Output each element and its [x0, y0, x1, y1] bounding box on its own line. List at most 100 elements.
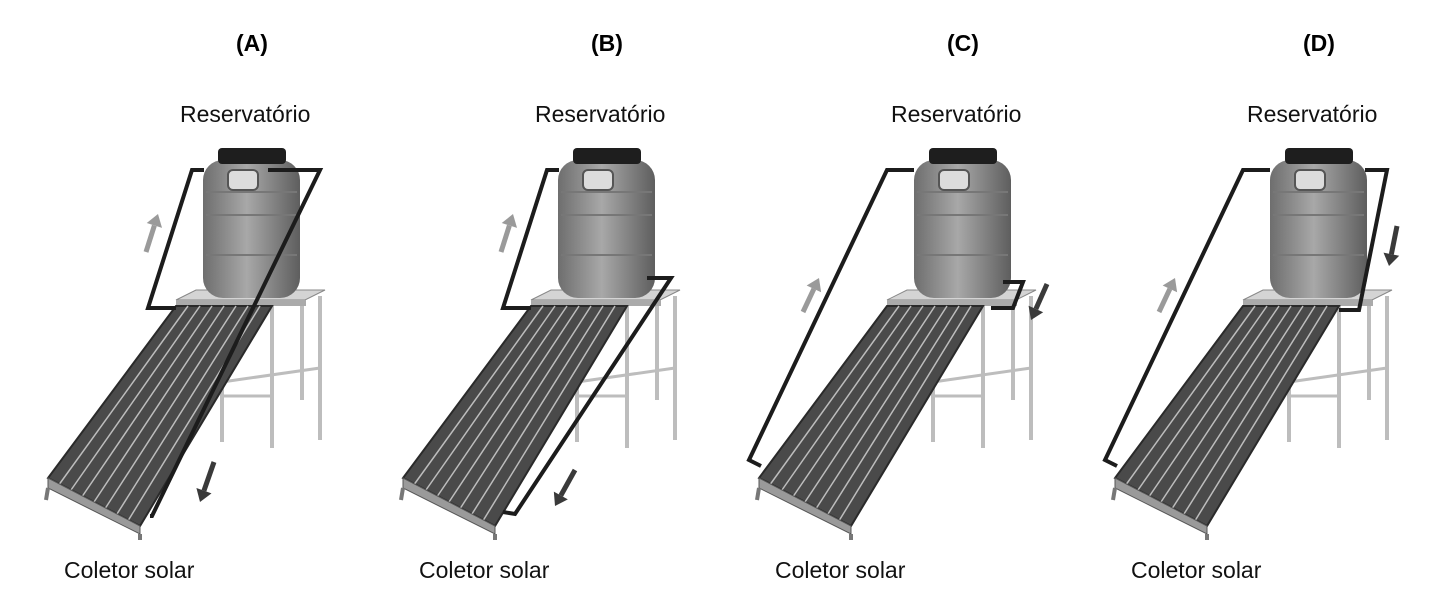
collector-tube [769, 305, 900, 485]
flow-arrow-down [1383, 225, 1400, 266]
collector-tube [1125, 305, 1256, 485]
arrow-shaft [498, 224, 512, 253]
barrel-handle [227, 169, 259, 191]
arrow-head [1028, 305, 1044, 320]
collector-tube [1183, 305, 1316, 515]
flow-arrow-up [498, 214, 518, 253]
collector-tube [58, 305, 189, 485]
flow-arrow-down [553, 468, 578, 506]
pipe [1339, 168, 1390, 312]
collector-tube [1194, 305, 1328, 521]
solar-collector [399, 305, 629, 540]
panel-d: (D) Reservatório Coletor solar [1067, 0, 1428, 614]
stand-edge [176, 300, 306, 306]
arrow-shaft [1388, 225, 1400, 255]
scene-b [399, 148, 681, 540]
collector-tube [81, 305, 213, 497]
pipe [746, 168, 914, 468]
pipe [991, 280, 1026, 310]
arrow-head [806, 278, 822, 293]
reservoir-label: Reservatório [535, 101, 666, 127]
panel-c: (C) Reservatório Coletor solar [711, 0, 1072, 614]
pipe [150, 168, 324, 518]
collector-tube [1148, 305, 1280, 497]
flow-arrow-up [1156, 278, 1178, 314]
barrel-handle [1294, 169, 1326, 191]
arrow-shaft [800, 287, 817, 314]
pipe [145, 168, 204, 310]
arrow-head [146, 214, 163, 228]
arrow-head [1162, 278, 1178, 293]
stand-brace [576, 366, 676, 384]
collector-tube [116, 305, 249, 515]
arrow-head [501, 214, 518, 228]
collector-tube [838, 305, 972, 521]
barrel-lid [1285, 148, 1353, 164]
collector-label: Coletor solar [775, 557, 906, 583]
stand-brace [932, 366, 1032, 384]
arrow-shaft [143, 224, 157, 253]
arrow-head [196, 488, 212, 502]
arrow-shaft [558, 468, 578, 497]
panel-label: (A) [236, 30, 268, 56]
flow-arrow-down [1028, 282, 1050, 320]
flow-arrow-up [800, 278, 822, 314]
barrel-lid [218, 148, 286, 164]
pipe [1102, 168, 1270, 468]
panel-label: (B) [591, 30, 623, 56]
collector-body [401, 305, 629, 528]
collector-tube [413, 305, 544, 485]
collector-tube [482, 305, 616, 521]
arrow-head [553, 491, 568, 506]
stand-edge [887, 300, 1017, 306]
reservoir-barrel [914, 148, 1011, 298]
collector-tube [459, 305, 592, 509]
barrel-handle [582, 169, 614, 191]
panel-b: (B) Reservatório Coletor solar [355, 0, 716, 614]
barrel-handle [938, 169, 970, 191]
pipe [502, 276, 675, 517]
reservoir-barrel [1270, 148, 1367, 298]
barrel-body [1270, 160, 1367, 298]
collector-foot [399, 487, 405, 501]
arrow-head [1383, 252, 1400, 266]
reservoir-barrel [558, 148, 655, 298]
arrow-shaft [1033, 282, 1050, 311]
collector-tube [781, 305, 912, 491]
arrow-shaft [201, 461, 217, 492]
collector-tube [1160, 305, 1292, 503]
reservoir-label: Reservatório [1247, 101, 1378, 127]
stand-brace [1288, 366, 1388, 384]
collector-tube [1137, 305, 1268, 491]
pipe [500, 168, 559, 310]
flow-arrow-down [196, 461, 217, 502]
collector-body [1113, 305, 1341, 528]
barrel-lid [929, 148, 997, 164]
collector-label: Coletor solar [64, 557, 195, 583]
reservoir-label: Reservatório [180, 101, 311, 127]
collector-tube [70, 305, 201, 491]
solar-collector [44, 305, 274, 540]
collector-foot [44, 487, 50, 501]
collector-body [757, 305, 985, 528]
collector-tube [827, 305, 960, 515]
solar-collector [755, 305, 985, 540]
scene-c [746, 148, 1050, 540]
reservoir-label: Reservatório [891, 101, 1022, 127]
barrel-body [914, 160, 1011, 298]
collector-tube [792, 305, 924, 497]
collector-tube [425, 305, 556, 491]
stand-edge [531, 300, 661, 306]
panel-a: (A) Reservatório Coletor solar [0, 0, 361, 614]
flow-arrow-up [143, 214, 163, 253]
barrel-lid [573, 148, 641, 164]
collector-tube [1171, 305, 1304, 509]
collector-tube [436, 305, 568, 497]
collector-tube [804, 305, 936, 503]
stand-edge [1243, 300, 1373, 306]
collector-foot [755, 487, 761, 501]
collector-label: Coletor solar [419, 557, 550, 583]
solar-collector [1111, 305, 1341, 540]
barrel-body [558, 160, 655, 298]
panel-label: (D) [1303, 30, 1335, 56]
